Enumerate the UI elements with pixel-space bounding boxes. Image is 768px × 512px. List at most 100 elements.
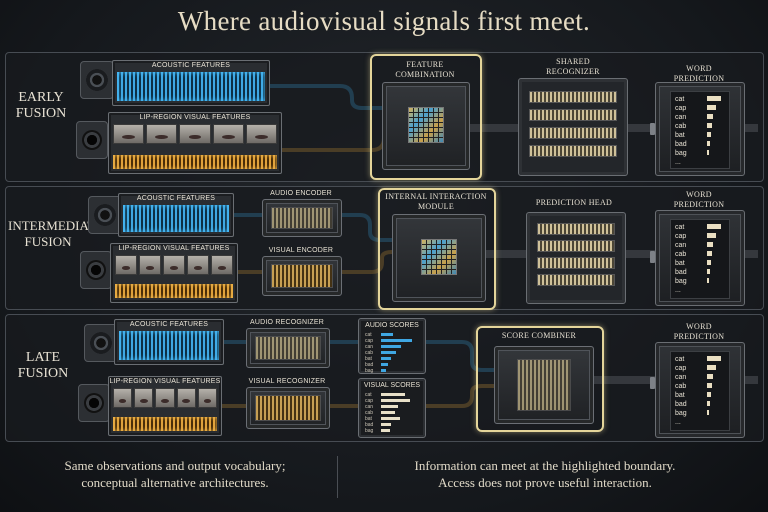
head-layer [537,257,615,269]
word: cat [365,392,372,398]
intermediate-label-line2: FUSION [24,234,72,249]
prediction-line2: PREDICTION [673,200,725,209]
lip-frame [113,124,145,144]
visual-encoder-label: VISUAL ENCODER [268,247,334,254]
interaction-line2: MODULE [417,202,455,211]
late-fusion-label: LATE FUSION [8,350,78,382]
head-layer [537,240,615,252]
intermediate-acoustic-strip: ACOUSTIC FEATURES [118,193,234,237]
encoder-coils [271,264,333,288]
page-title: Where audiovisual signals first meet. [177,6,591,36]
word: bat [365,356,372,362]
late-label-line1: LATE [25,350,61,365]
recognizer-layer [529,91,617,103]
recognizer-layer [529,109,617,121]
word: cab [365,410,374,416]
early-acoustic-strip: ACOUSTIC FEATURES [112,60,270,106]
speaker-icon [80,61,114,99]
interaction-module-box [392,214,486,302]
audio-recognizer-label: AUDIO RECOGNIZER [250,319,324,326]
word: cap [365,338,374,344]
recognizer-coils [255,395,321,421]
prediction-line2: PREDICTION [673,74,725,83]
word: can [675,114,687,121]
interaction-line1: INTERNAL INTERACTION [385,192,487,201]
word: cap [675,233,687,240]
lip-frame [211,255,233,275]
lip-frame [139,255,161,275]
score-bar [381,429,390,432]
visual-signal-bars [115,284,233,298]
prediction-bar [707,141,710,146]
prediction-head-box [526,212,626,304]
word: bag [365,368,374,374]
prediction-bar [707,374,713,379]
intermediate-prediction-label: WORD PREDICTION [655,190,743,210]
lip-frame [197,388,218,408]
acoustic-features-label: ACOUSTIC FEATURES [136,195,216,202]
recognizer-layer [529,145,617,157]
interaction-module-label: INTERNAL INTERACTION MODULE [380,192,492,212]
late-visual-strip: LIP-REGION VISUAL FEATURES [108,376,222,436]
recognizer-coils [255,336,321,360]
visual-scores-words: cat cap can cab bat bad bag [365,392,373,434]
recognizer-layer [529,127,617,139]
word: bag [675,278,687,285]
prediction-bar [707,132,711,137]
lip-frame [146,124,178,144]
intermediate-fusion-label: INTERMEDIATE FUSION [8,218,104,250]
prediction-line1: WORD [686,190,712,199]
early-fusion-boundary-highlight [370,54,482,180]
score-bar [381,357,391,360]
speaker-icon [84,324,118,362]
vocabulary-list: cat cap can cab bat bad bag ... [675,355,687,427]
prediction-bar [707,269,710,274]
box-connector [650,377,655,389]
footer-right-note: Information can meet at the highlighted … [345,457,745,491]
score-bar [381,345,401,348]
late-acoustic-strip: ACOUSTIC FEATURES [114,319,224,365]
prediction-bars [707,356,723,419]
intermediate-label-line1: INTERMEDIATE [8,218,104,233]
box-connector [650,251,655,263]
prediction-display: cat cap can cab bat bad bag ... [670,91,730,169]
box-connector [650,123,655,135]
score-bar [381,423,391,426]
word: bat [675,392,685,399]
audio-score-bars [381,333,412,375]
word: cab [365,350,374,356]
word: can [365,344,374,350]
audio-encoder-box [262,199,342,237]
feature-combination-box [382,82,470,170]
word: bag [675,410,687,417]
word: bad [675,401,687,408]
lip-frame [134,388,154,408]
word: bad [675,141,687,148]
speaker-icon [88,196,122,234]
late-fusion-boundary-highlight [476,326,604,432]
word: cat [675,356,685,363]
word: cab [675,251,687,258]
shared-recognizer-label: SHARED RECOGNIZER [518,57,628,77]
prediction-bar [707,96,721,101]
prediction-bar [707,233,716,238]
footer-right-line1: Information can meet at the highlighted … [414,458,676,473]
lip-frame [187,255,209,275]
word: bat [365,416,372,422]
visual-recognizer-box [246,387,330,429]
recognizer-line1: SHARED [556,57,590,66]
word: cab [675,383,687,390]
lip-frame [155,388,175,408]
prediction-bar [707,251,712,256]
early-label-line2: FUSION [15,106,67,121]
head-layer [537,274,615,286]
word: cat [675,96,685,103]
word: bat [675,260,685,267]
lip-frame [176,388,196,408]
audio-encoder-label: AUDIO ENCODER [270,190,332,197]
visual-scores-title: VISUAL SCORES [363,382,421,389]
acoustic-waveform [119,331,219,360]
shared-recognizer-box [518,78,628,176]
prediction-bar [707,410,709,415]
prediction-bar [707,150,709,155]
